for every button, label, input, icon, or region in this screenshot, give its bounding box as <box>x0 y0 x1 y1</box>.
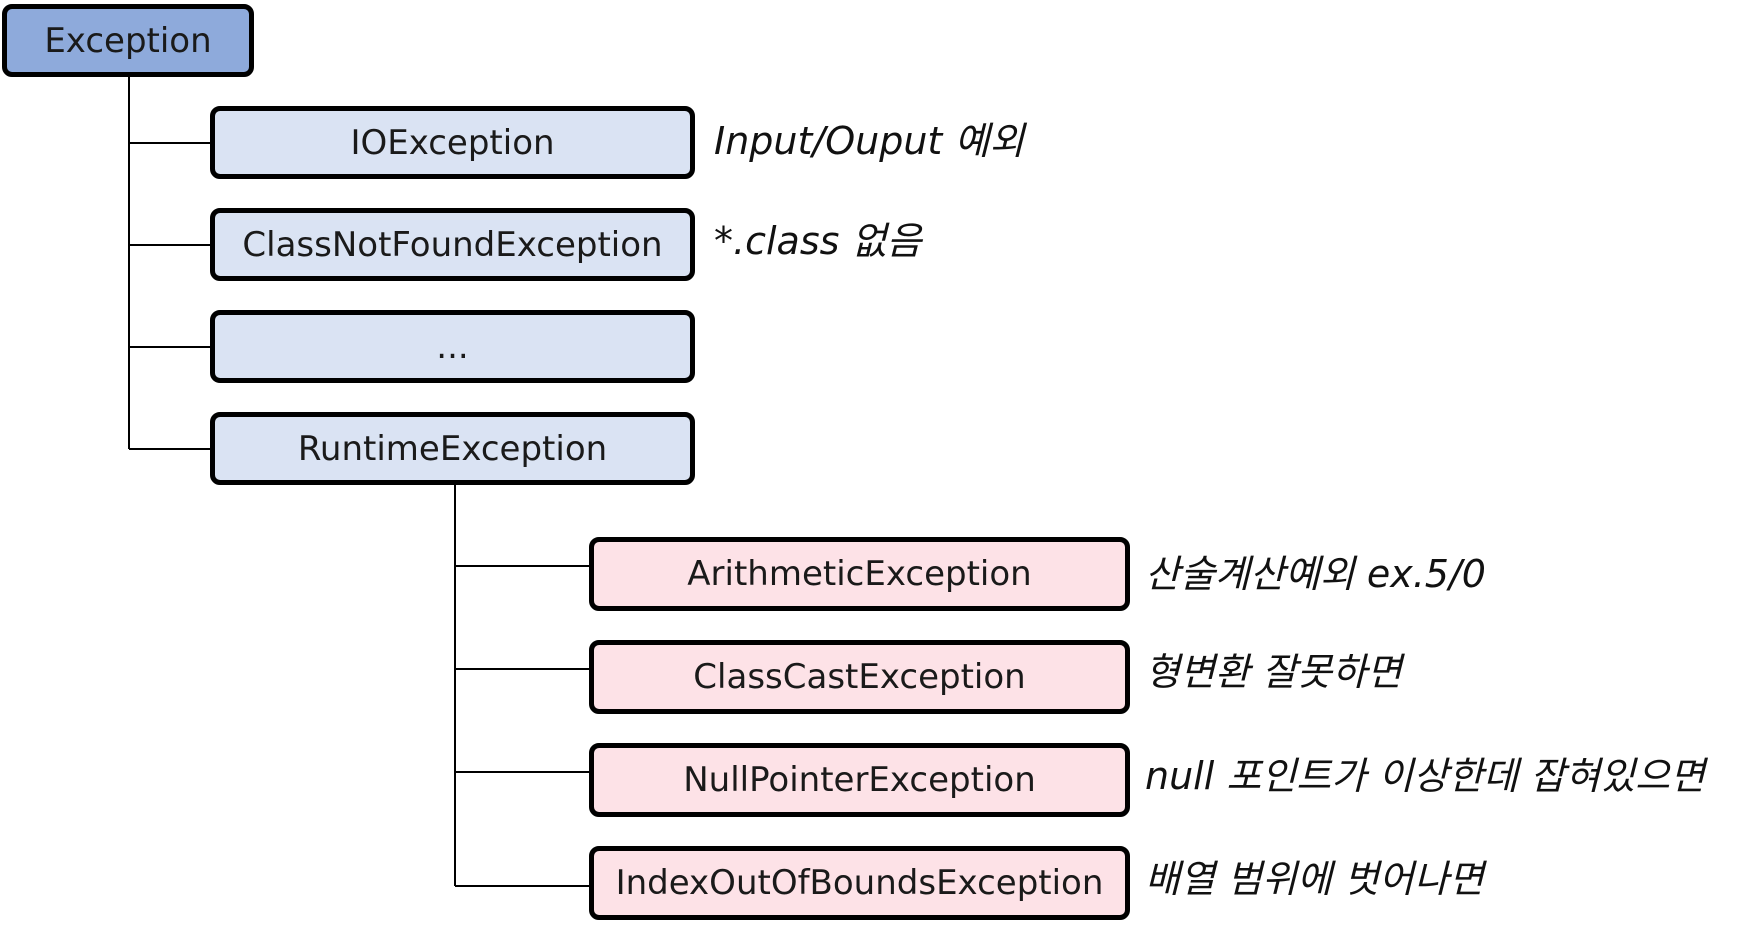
node-ellipsis-label: ... <box>436 326 469 367</box>
node-indexoutofboundsexception: IndexOutOfBoundsException <box>589 846 1130 920</box>
node-ioexception: IOException <box>210 106 695 179</box>
node-ellipsis: ... <box>210 310 695 383</box>
node-arithmeticexception: ArithmeticException <box>589 537 1130 611</box>
note-ioexception: Input/Ouput 예외 <box>714 119 1025 163</box>
node-runtimeexception: RuntimeException <box>210 412 695 485</box>
node-classcastexception-label: ClassCastException <box>693 657 1026 697</box>
node-nullpointerexception: NullPointerException <box>589 743 1130 817</box>
note-nullpointerexception: null 포인트가 이상한데 잡혀있으면 <box>1145 754 1706 798</box>
note-classnotfoundexception: *.class 없음 <box>714 219 922 263</box>
node-classnotfoundexception: ClassNotFoundException <box>210 208 695 281</box>
node-arithmeticexception-label: ArithmeticException <box>687 554 1032 594</box>
node-exception-label: Exception <box>44 20 212 61</box>
node-ioexception-label: IOException <box>350 122 555 163</box>
node-classnotfoundexception-label: ClassNotFoundException <box>242 224 663 265</box>
node-runtimeexception-label: RuntimeException <box>297 428 608 469</box>
node-indexoutofboundsexception-label: IndexOutOfBoundsException <box>615 863 1104 903</box>
node-nullpointerexception-label: NullPointerException <box>683 760 1036 800</box>
note-arithmeticexception: 산술계산예외 ex.5/0 <box>1145 552 1486 596</box>
node-exception: Exception <box>2 4 254 77</box>
note-indexoutofboundsexception: 배열 범위에 벗어나면 <box>1145 857 1484 901</box>
note-classcastexception: 형변환 잘못하면 <box>1145 650 1402 694</box>
node-classcastexception: ClassCastException <box>589 640 1130 714</box>
